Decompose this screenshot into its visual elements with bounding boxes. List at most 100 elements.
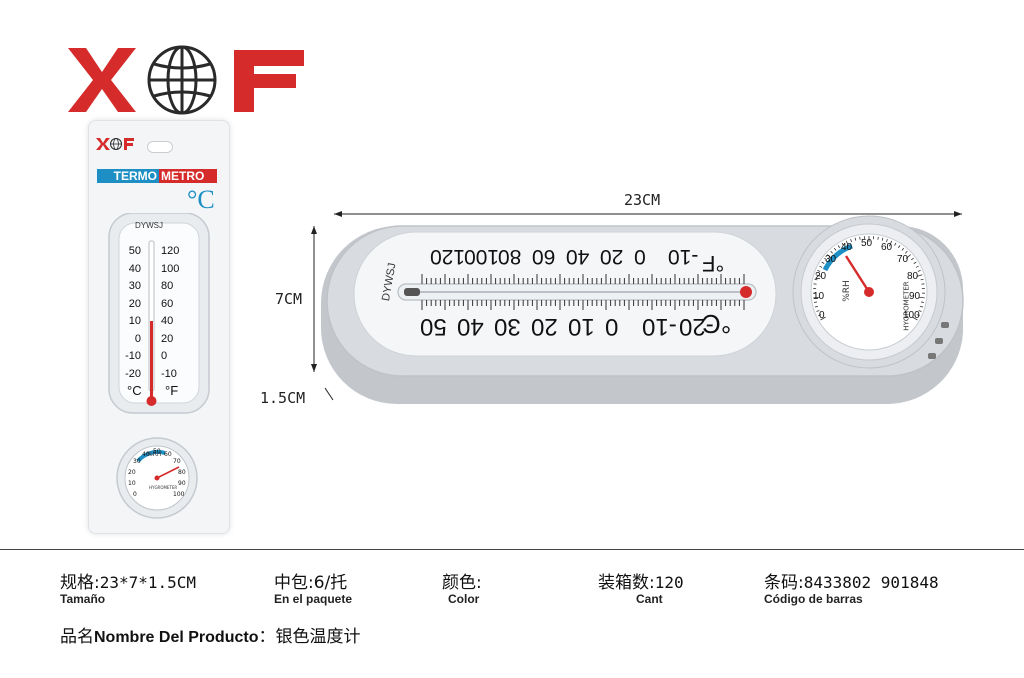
humidity-tick-label: 40 — [841, 242, 853, 253]
package-humidity-tick-label: 10 — [128, 480, 136, 487]
divider — [0, 549, 1024, 550]
color-en: Color — [448, 592, 480, 606]
package-fahrenheit-tick-label: 120 — [161, 245, 180, 257]
package-hygrometer-caption: HYGROMETER — [149, 485, 178, 490]
pack-en: En el paquete — [274, 592, 353, 606]
package-humidity-tick-label: 70 — [173, 458, 181, 465]
package-celsius-tick-label: -20 — [125, 367, 141, 380]
product-name-en: Nombre Del Producto — [94, 629, 259, 646]
humidity-tick-mark — [859, 236, 861, 240]
humidity-tick-mark — [881, 237, 884, 241]
humidity-tick-label: 100 — [903, 310, 920, 321]
package-fahrenheit-tick-label: -10 — [161, 367, 177, 380]
humidity-tick-mark — [894, 242, 897, 246]
humidity-tick-mark — [850, 238, 852, 243]
humidity-tick-mark — [910, 257, 914, 261]
length-label: 23CM — [624, 191, 661, 209]
carton-value: 120 — [654, 573, 684, 592]
size-en: Tamaño — [60, 592, 106, 606]
pack-cn: 中包: — [274, 573, 314, 593]
humidity-tick-mark — [818, 314, 822, 317]
package-celsius-tick-label: 20 — [128, 297, 141, 310]
humidity-tick-mark — [816, 310, 820, 312]
humidity-tick-mark — [813, 301, 818, 303]
humidity-tick-label: 80 — [907, 271, 919, 282]
package-humidity-tick-label: 40 — [142, 451, 150, 458]
humidity-tick-mark — [814, 278, 818, 281]
height-label: 7CM — [275, 290, 303, 308]
package-celsius-tick-label: 30 — [128, 280, 141, 292]
brand-logo — [68, 45, 304, 115]
package-fahrenheit-tick-label: 0 — [161, 350, 168, 362]
package-thermometer — [108, 213, 210, 519]
package-humidity-tick-label: 0 — [133, 491, 137, 498]
package-celsius-tick-label: -10 — [125, 350, 141, 362]
humidity-tick-label: 90 — [909, 291, 921, 302]
size-value: 23*7*1.5CM — [99, 573, 197, 592]
humidity-tick-mark — [817, 269, 821, 272]
humidity-tick-mark — [837, 245, 841, 249]
package-fahrenheit-tick-label: 20 — [161, 332, 174, 345]
humidity-tick-label: 50 — [861, 238, 873, 249]
globe-icon — [147, 45, 217, 115]
humidity-tick-mark — [841, 242, 844, 246]
humidity-tick-mark — [854, 237, 857, 241]
package-humidity-tick-label: 30 — [133, 458, 141, 465]
logo-f-letter — [234, 50, 304, 112]
humidity-tick-mark — [821, 261, 825, 264]
size-row: 规格:23*7*1.5CM — [60, 568, 196, 593]
color-cn: 颜色: — [442, 573, 482, 593]
package-celsius-tick-label: 50 — [128, 245, 141, 257]
package-humidity-tick-label: 100 — [173, 491, 185, 498]
humidity-tick-mark — [845, 240, 850, 247]
humidity-tick-label: 70 — [897, 254, 909, 265]
size-cn: 规格: — [60, 573, 100, 593]
depth-label: 1.5CM — [260, 389, 306, 407]
humidity-tick-mark — [820, 316, 826, 321]
humidity-tick-mark — [824, 257, 828, 261]
humidity-tick-mark — [920, 301, 925, 303]
package-fahrenheit-tick-label: 80 — [161, 280, 174, 292]
hang-hole — [147, 141, 173, 153]
humidity-tick-mark — [897, 245, 901, 249]
humidity-tick-mark — [886, 238, 888, 243]
pack-value: 6/托 — [313, 573, 348, 593]
humidity-tick-label: 10 — [813, 291, 825, 302]
package-degree-symbol: °C — [187, 185, 215, 214]
humidity-tick-mark — [888, 240, 893, 247]
humidity-tick-mark — [904, 250, 908, 254]
package-humidity-tick-label: 50 — [153, 448, 161, 455]
barcode-cn: 条码: — [764, 573, 804, 593]
banner-part1: TERMO — [113, 169, 157, 183]
package-fahrenheit-tick-label: 40 — [161, 315, 174, 327]
humidity-tick-mark — [813, 296, 820, 299]
barcode-en: Código de barras — [764, 592, 863, 606]
humidity-tick-mark — [833, 247, 837, 251]
package-fahrenheit-tick-label: 100 — [161, 262, 180, 275]
humidity-tick-label: 30 — [825, 254, 837, 265]
humidity-tick-mark — [819, 265, 823, 268]
product-name-row: 品名Nombre Del Producto：银色温度计 — [60, 622, 360, 647]
humidity-tick-mark — [827, 254, 833, 259]
humidity-tick-mark — [814, 305, 819, 308]
humidity-tick-mark — [916, 314, 920, 317]
humidity-tick-mark — [815, 274, 822, 277]
termometro-banner: TERMO METRO — [97, 169, 217, 183]
carton-cn: 装箱数: — [598, 573, 655, 593]
carton-en: Cant — [636, 592, 663, 606]
humidity-tick-label: 60 — [881, 242, 893, 253]
humidity-tick-mark — [877, 236, 879, 240]
humidity-tick-label: 20 — [815, 271, 827, 282]
humidity-tick-mark — [916, 274, 923, 277]
barcode-value: 8433802 901848 — [803, 573, 939, 592]
package-logo — [96, 138, 134, 150]
humidity-tick-label: 0 — [819, 310, 825, 321]
humidity-tick-mark — [901, 247, 905, 251]
carton-row: 装箱数:120 — [598, 568, 684, 593]
color-row: 颜色: — [442, 568, 482, 593]
package-model-label: DYWSJ — [135, 221, 163, 230]
package-humidity-tick-label: 90 — [178, 480, 186, 487]
